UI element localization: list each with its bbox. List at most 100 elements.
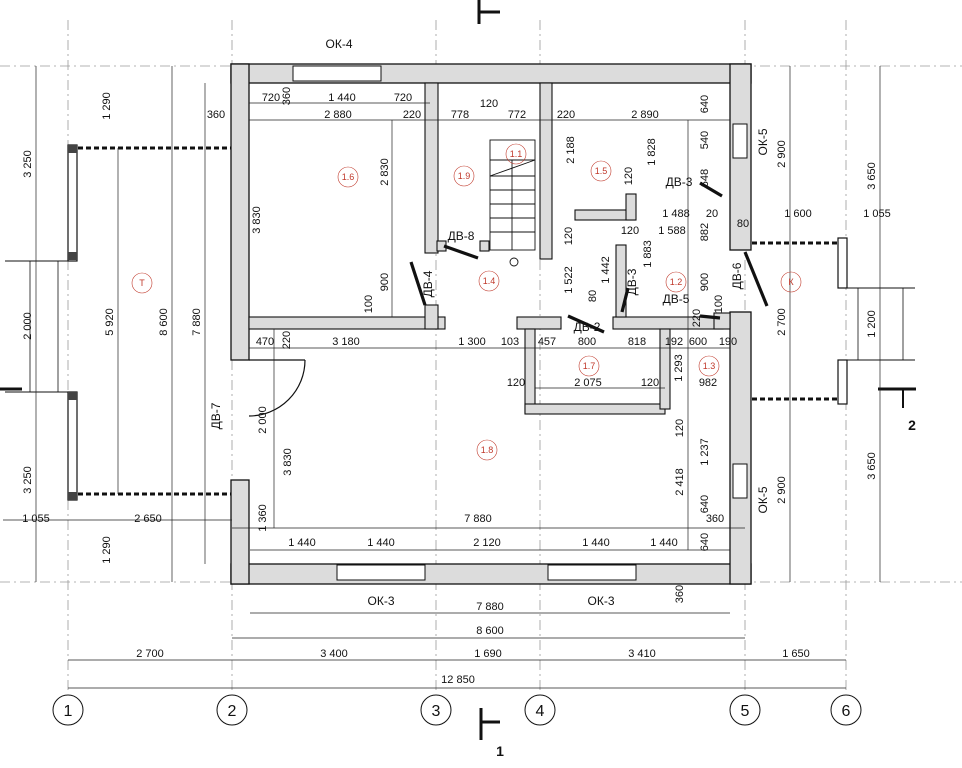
dim-value: 1 650 bbox=[782, 648, 810, 660]
door-dv8-tag: ДВ-8 bbox=[448, 229, 475, 243]
dim-value: 640 bbox=[699, 95, 711, 113]
dim-value: 1 360 bbox=[257, 504, 269, 532]
dim-value: 2 900 bbox=[776, 140, 788, 168]
dim-value: 2 000 bbox=[257, 406, 269, 434]
dim-value: 982 bbox=[699, 377, 717, 389]
dim-value: 80 bbox=[587, 290, 599, 302]
porch bbox=[752, 237, 915, 405]
dim-value: 100 bbox=[363, 295, 375, 313]
dim-value: 360 bbox=[281, 87, 293, 105]
dim-value: 7 880 bbox=[191, 308, 203, 336]
dim-value: 192 bbox=[665, 336, 683, 348]
dim-value: 100 bbox=[713, 295, 725, 313]
dim-value: 120 bbox=[674, 419, 686, 437]
room-1-7: 1.7 bbox=[583, 361, 596, 371]
axis-label-5: 5 bbox=[741, 703, 750, 720]
dim-value: 2 120 bbox=[473, 537, 501, 549]
window-ok3-left-tag: ОК-3 bbox=[368, 594, 395, 608]
dim-value: 1 690 bbox=[474, 648, 502, 660]
dim-value: 1 522 bbox=[563, 266, 575, 294]
dim-value: 2 830 bbox=[379, 158, 391, 186]
dim-value: 2 700 bbox=[776, 308, 788, 336]
window-ok5-upper-tag: ОК-5 bbox=[756, 128, 770, 155]
dim-value: 220 bbox=[557, 109, 575, 121]
dim-value: 540 bbox=[699, 131, 711, 149]
dim-value: 1 200 bbox=[866, 310, 878, 338]
dim-value: 2 418 bbox=[674, 468, 686, 496]
dim-value: 1 440 bbox=[650, 537, 678, 549]
dim-value: 600 bbox=[689, 336, 707, 348]
door-dv6-tag: ДВ-6 bbox=[730, 262, 744, 289]
staircase bbox=[489, 139, 536, 267]
dim-value: 7 880 bbox=[464, 513, 492, 525]
dim-value: 3 410 bbox=[628, 648, 656, 660]
room-1-9: 1.9 bbox=[458, 171, 471, 181]
room-1-4: 1.4 bbox=[483, 276, 496, 286]
room-1-2: 1.2 bbox=[670, 277, 683, 287]
dim-value: 1 237 bbox=[699, 438, 711, 466]
room-markers bbox=[131, 143, 802, 461]
dim-value: 1 488 bbox=[662, 208, 690, 220]
door-dv2-tag: ДВ-2 bbox=[574, 320, 601, 334]
axis-label-3: 3 bbox=[432, 703, 441, 720]
dim-value: 7 880 bbox=[476, 601, 504, 613]
dim-value: 648 bbox=[699, 169, 711, 187]
dim-value: 800 bbox=[578, 336, 596, 348]
axis-label-2: 2 bbox=[228, 703, 237, 720]
dim-value: 220 bbox=[403, 109, 421, 121]
dim-value: 2 890 bbox=[631, 109, 659, 121]
dim-value: 2 650 bbox=[134, 513, 162, 525]
room-terrace: Т bbox=[139, 278, 145, 288]
dim-value: 3 250 bbox=[22, 466, 34, 494]
dim-value: 900 bbox=[699, 273, 711, 291]
entrance-door-swing bbox=[248, 359, 306, 417]
dim-value: 103 bbox=[501, 336, 519, 348]
dim-value: 457 bbox=[538, 336, 556, 348]
door-dv5-tag: ДВ-5 bbox=[663, 292, 690, 306]
dim-value: 3 650 bbox=[866, 452, 878, 480]
dim-value: 1 442 bbox=[600, 256, 612, 284]
vertical-dimension-values: 360 640 2 188 1 828 540 2 830 3 830 900 … bbox=[22, 87, 878, 603]
dim-value: 1 440 bbox=[367, 537, 395, 549]
dim-value: 640 bbox=[699, 533, 711, 551]
dim-value: 720 bbox=[262, 92, 280, 104]
dim-value: 720 bbox=[394, 92, 412, 104]
dim-value: 1 300 bbox=[458, 336, 486, 348]
dim-value: 640 bbox=[699, 495, 711, 513]
dim-value: 1 055 bbox=[863, 208, 891, 220]
room-1-6: 1.6 bbox=[342, 172, 355, 182]
window-ok3-right-tag: ОК-3 bbox=[588, 594, 615, 608]
dim-value: 3 830 bbox=[251, 206, 263, 234]
dim-value: 1 440 bbox=[328, 92, 356, 104]
dim-value: 2 880 bbox=[324, 109, 352, 121]
dim-value: 778 bbox=[451, 109, 469, 121]
dim-value: 120 bbox=[641, 377, 659, 389]
horizontal-dimension-values: 720 1 440 720 360 2 880 220 778 772 220 … bbox=[22, 92, 891, 686]
dim-value: 470 bbox=[256, 336, 274, 348]
dim-value: 2 000 bbox=[22, 312, 34, 340]
dimension-lines bbox=[3, 66, 881, 689]
door-dv3-lower-tag: ДВ-3 bbox=[625, 268, 639, 295]
dim-value: 2 900 bbox=[776, 476, 788, 504]
dim-value: 1 828 bbox=[646, 138, 658, 166]
axis-label-4: 4 bbox=[536, 703, 545, 720]
dim-value: 120 bbox=[621, 225, 639, 237]
dim-value: 220 bbox=[281, 331, 293, 349]
dim-value: 3 830 bbox=[282, 448, 294, 476]
dim-value: 2 075 bbox=[574, 377, 602, 389]
dim-value: 1 290 bbox=[101, 536, 113, 564]
dim-value: 2 700 bbox=[136, 648, 164, 660]
dim-value: 1 293 bbox=[673, 354, 685, 382]
dim-value: 1 290 bbox=[101, 92, 113, 120]
dim-value: 360 bbox=[674, 585, 686, 603]
terrace bbox=[5, 144, 232, 501]
dim-value: 1 600 bbox=[784, 208, 812, 220]
axis-bubbles bbox=[52, 694, 862, 726]
dim-value: 190 bbox=[719, 336, 737, 348]
dim-value: 80 bbox=[737, 218, 749, 230]
dim-value: 20 bbox=[706, 208, 718, 220]
dim-value: 360 bbox=[706, 513, 724, 525]
axis-label-1: 1 bbox=[64, 703, 73, 720]
dim-value: 12 850 bbox=[441, 674, 475, 686]
